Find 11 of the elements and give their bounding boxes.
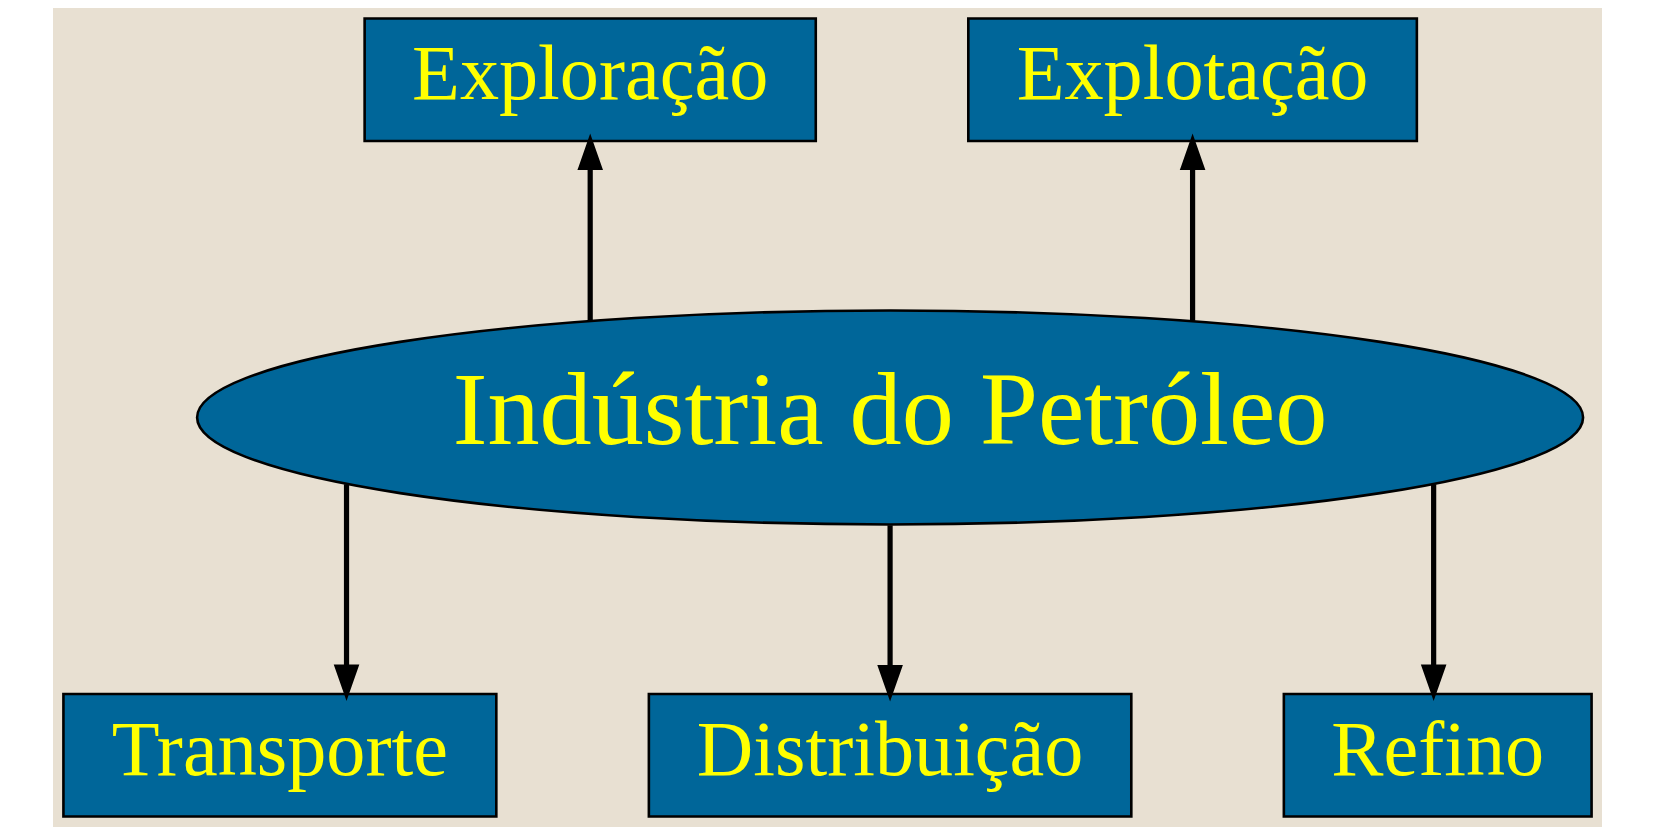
node-box: Exploração bbox=[362, 17, 817, 143]
node-box: Transporte bbox=[61, 692, 498, 818]
node-ellipse: Indústria do Petróleo bbox=[195, 309, 1584, 526]
arrow bbox=[876, 525, 903, 702]
arrow bbox=[333, 484, 359, 702]
node-box: Distribuição bbox=[647, 692, 1133, 818]
node-box: Explotação bbox=[966, 17, 1418, 143]
arrow bbox=[576, 133, 603, 321]
arrow bbox=[1179, 133, 1205, 321]
node-box: Refino bbox=[1282, 692, 1593, 818]
arrow bbox=[1420, 484, 1446, 702]
